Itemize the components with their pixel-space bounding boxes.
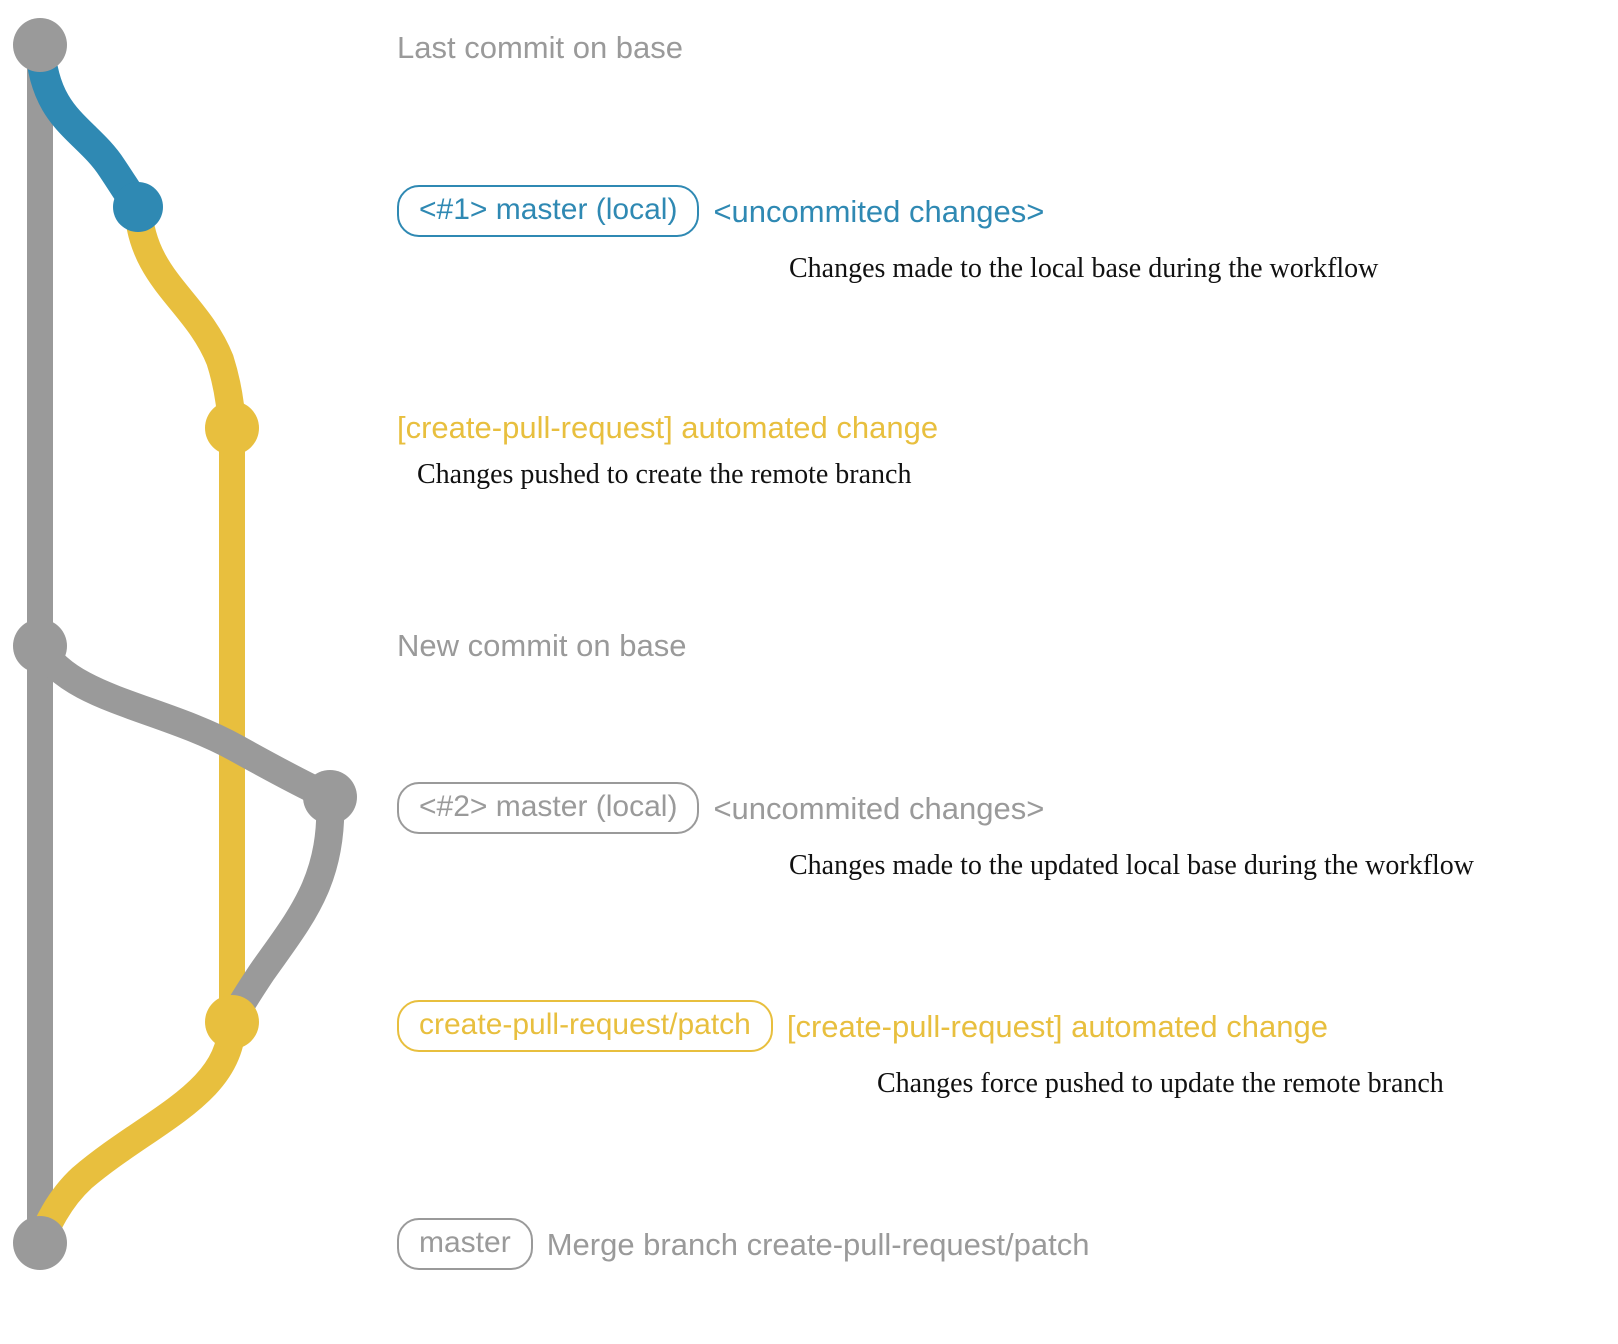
ref-chip-master[interactable]: master — [397, 1218, 533, 1270]
row-automated-change-2: create-pull-request/patch [create-pull-r… — [397, 1000, 1444, 1100]
row-new-commit-on-base: New commit on base — [397, 630, 686, 661]
row-merge-commit: master Merge branch create-pull-request/… — [397, 1218, 1089, 1270]
commit-subject: New commit on base — [397, 628, 687, 663]
ref-chip-create-pull-request-patch[interactable]: create-pull-request/patch — [397, 1000, 773, 1052]
commit-subject: Last commit on base — [397, 30, 684, 65]
row-main: <#1> master (local) <uncommited changes> — [397, 185, 1044, 237]
row-last-commit-on-base: Last commit on base — [397, 32, 683, 63]
row-main: master Merge branch create-pull-request/… — [397, 1218, 1089, 1270]
commit-note: Changes made to the updated local base d… — [789, 850, 1475, 881]
commit-note: Changes made to the local base during th… — [789, 253, 1379, 284]
row-master-local-1: <#1> master (local) <uncommited changes>… — [397, 185, 1378, 285]
ref-chip-master-local-2[interactable]: <#2> master (local) — [397, 782, 700, 834]
commit-note: Changes pushed to create the remote bran… — [417, 459, 912, 490]
commit-subject: <uncommited changes> — [713, 193, 1045, 229]
commit-node-base-last[interactable] — [13, 18, 67, 72]
commit-node-local-1[interactable] — [113, 182, 163, 232]
commit-node-patch-2[interactable] — [205, 995, 259, 1049]
row-main: [create-pull-request] automated change — [397, 412, 938, 443]
commit-node-base-new[interactable] — [13, 619, 67, 673]
commit-subject: [create-pull-request] automated change — [397, 410, 939, 445]
commit-node-local-2[interactable] — [303, 770, 357, 824]
row-main: create-pull-request/patch [create-pull-r… — [397, 1000, 1328, 1052]
commit-note: Changes force pushed to update the remot… — [877, 1068, 1444, 1099]
commit-subject: Merge branch create-pull-request/patch — [546, 1226, 1090, 1262]
commit-subject: [create-pull-request] automated change — [786, 1008, 1328, 1044]
commit-node-merge[interactable] — [13, 1216, 67, 1270]
row-master-local-2: <#2> master (local) <uncommited changes>… — [397, 782, 1474, 882]
ref-chip-master-local-1[interactable]: <#1> master (local) — [397, 185, 700, 237]
edge-patch-to-merge — [26, 1008, 246, 1257]
row-main: Last commit on base — [397, 32, 683, 63]
row-automated-change-1: [create-pull-request] automated change C… — [397, 412, 938, 491]
commit-node-patch-1[interactable] — [205, 401, 259, 455]
row-main: <#2> master (local) <uncommited changes> — [397, 782, 1044, 834]
row-main: New commit on base — [397, 630, 686, 661]
commit-subject: <uncommited changes> — [713, 790, 1045, 826]
